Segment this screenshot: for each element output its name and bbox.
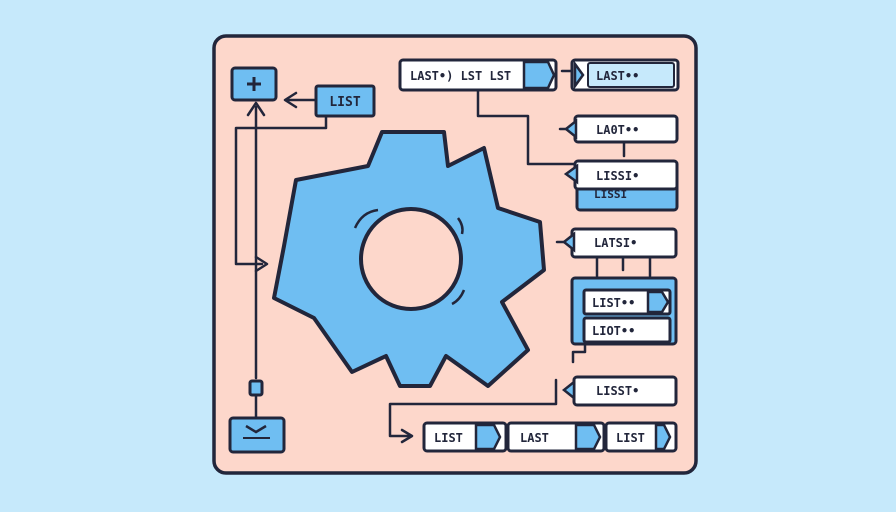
- top-bar-node[interactable]: LAST•) LST LST: [400, 60, 556, 90]
- b1-label: LIST: [434, 431, 463, 445]
- r7-label: LISST•: [596, 384, 639, 398]
- r2-label: LA0T••: [596, 123, 639, 137]
- b2-label: LAST: [520, 431, 549, 445]
- list-left-label: LIST: [329, 95, 360, 110]
- r2-node[interactable]: LA0T••: [566, 116, 677, 142]
- r6-node[interactable]: LIOT••: [584, 318, 670, 342]
- r4-node[interactable]: LATSI•: [564, 229, 676, 257]
- top-bar-label: LAST•) LST LST: [410, 69, 511, 83]
- r5-label: LIST••: [592, 296, 635, 310]
- r4-label: LATSI•: [594, 236, 637, 250]
- top-right-node[interactable]: LAST••: [572, 60, 678, 90]
- bottom-node-1[interactable]: LIST: [424, 423, 506, 451]
- bottom-node-3[interactable]: LIST: [606, 423, 676, 451]
- r3a-label: LISSI•: [596, 169, 639, 183]
- small-square: [250, 381, 262, 395]
- top-right-label: LAST••: [596, 69, 639, 83]
- b3-label: LIST: [616, 431, 645, 445]
- r7-node[interactable]: LISST•: [564, 377, 676, 405]
- chevron-down-icon[interactable]: [230, 418, 284, 452]
- r3-node[interactable]: LISSI LISSI•: [566, 161, 677, 210]
- bottom-node-2[interactable]: LAST: [508, 423, 604, 451]
- r6-label: LIOT••: [592, 324, 635, 338]
- plus-icon[interactable]: [232, 68, 276, 100]
- list-node-left[interactable]: LIST: [316, 86, 374, 116]
